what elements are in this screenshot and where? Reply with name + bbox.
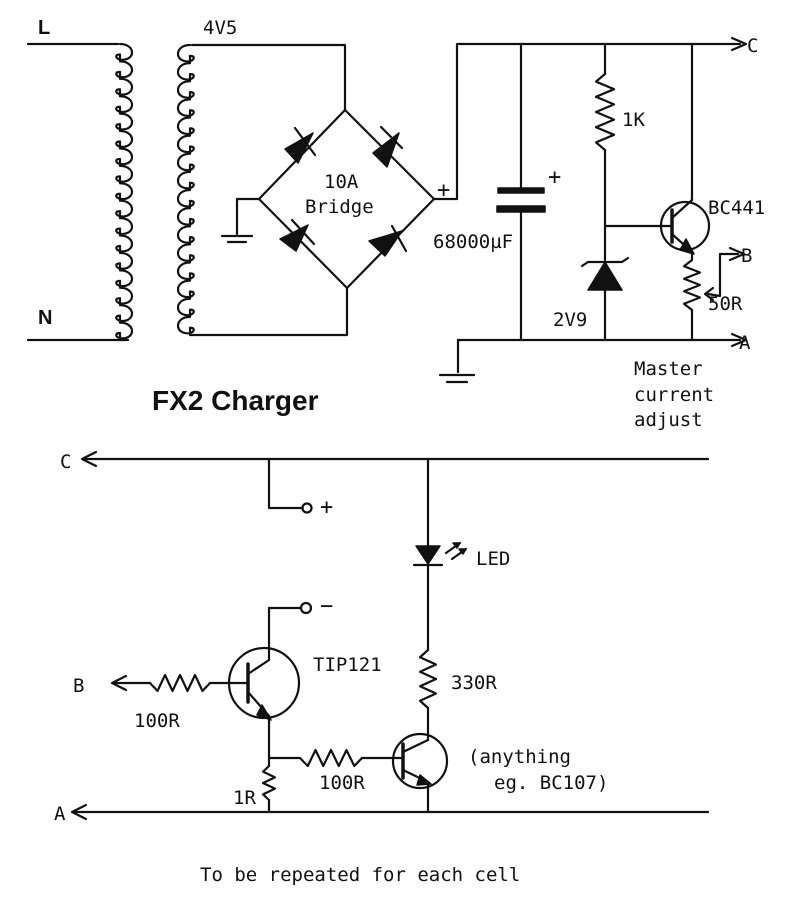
small-transistor-label-1: (anything <box>468 746 571 768</box>
transformer-secondary-label: 4V5 <box>203 17 237 39</box>
rail-c-label: C <box>747 35 758 57</box>
rail-a-arrow-icon <box>730 332 748 348</box>
resistor-1r-label: 1R <box>233 787 256 809</box>
plus-terminal-wire <box>267 457 304 510</box>
rail-a-label: A <box>739 332 751 354</box>
resistor-100r-base-icon <box>148 673 212 693</box>
rail-c-label: C <box>60 451 71 473</box>
resistor-1k-label: 1K <box>622 109 645 131</box>
transformer-primary-coil <box>115 42 134 342</box>
minus-terminal-icon[interactable] <box>299 601 313 615</box>
ground-icon <box>438 373 476 384</box>
mains-wires <box>26 42 130 342</box>
minus-terminal-label: − <box>320 594 333 619</box>
rail-c-arrow-icon <box>80 450 98 468</box>
minus-terminal-wire <box>267 606 302 662</box>
positive-rail-wire <box>432 42 742 201</box>
zener-diode-icon <box>580 256 630 291</box>
pot-wiper-wire <box>706 252 740 298</box>
transistor-tip121-label: TIP121 <box>313 654 382 676</box>
resistor-330r-label: 330R <box>451 672 497 694</box>
led-label: LED <box>476 548 510 570</box>
plus-terminal-label: + <box>320 495 333 520</box>
bridge-negative-wire <box>235 197 261 236</box>
secondary-wires <box>188 43 349 337</box>
rail-a-label: A <box>54 803 66 825</box>
potentiometer-label: 50R <box>708 293 743 315</box>
resistor-1r-icon <box>261 764 277 802</box>
resistor-100r-link-icon <box>298 748 364 768</box>
transistor-bc107-icon <box>391 732 449 790</box>
capacitor-plus-label: + <box>548 165 561 190</box>
rail-b-arrow-icon <box>728 246 746 262</box>
mains-live-label: L <box>38 17 50 39</box>
rail-a-arrow-icon <box>70 803 88 821</box>
rail-b-arrow-icon <box>110 674 128 692</box>
emitter-node-wire <box>267 714 405 814</box>
footer-note: To be repeated for each cell <box>200 864 520 886</box>
bridge-rating-label: 10A <box>324 171 359 193</box>
small-transistor-label-2: eg. BC107) <box>494 772 608 794</box>
capacitor-icon <box>496 187 546 213</box>
resistor-100r-link-label: 100R <box>319 772 365 794</box>
transistor-bc441-icon <box>659 198 711 255</box>
rail-b-label: B <box>741 245 752 267</box>
mains-neutral-label: N <box>38 307 52 329</box>
capacitor-value-label: 68000µF <box>433 231 513 253</box>
rail-b-label: B <box>73 675 84 697</box>
resistor-1k-icon <box>594 72 616 152</box>
plus-terminal-icon[interactable] <box>301 502 313 514</box>
bridge-rectifier <box>257 108 436 290</box>
diagram-title: FX2 Charger <box>152 385 319 416</box>
zener-label: 2V9 <box>553 309 587 331</box>
led-icon <box>412 541 468 567</box>
potentiometer-50r-icon <box>682 258 702 312</box>
adjust-note-line2: current <box>634 384 714 406</box>
ground-icon <box>220 234 254 244</box>
transformer-secondary-coil <box>176 43 195 337</box>
resistor-330r-icon <box>418 648 438 710</box>
adjust-note-line1: Master <box>634 358 703 380</box>
bridge-label: Bridge <box>305 196 374 218</box>
adjust-note-line3: adjust <box>634 409 703 431</box>
transistor-bc441-label: BC441 <box>708 197 765 219</box>
rail-c-arrow-icon <box>730 36 748 52</box>
pot-wiper-arrow-icon <box>703 286 715 302</box>
resistor-100r-base-label: 100R <box>134 710 180 732</box>
bridge-plus-label: + <box>437 178 450 203</box>
